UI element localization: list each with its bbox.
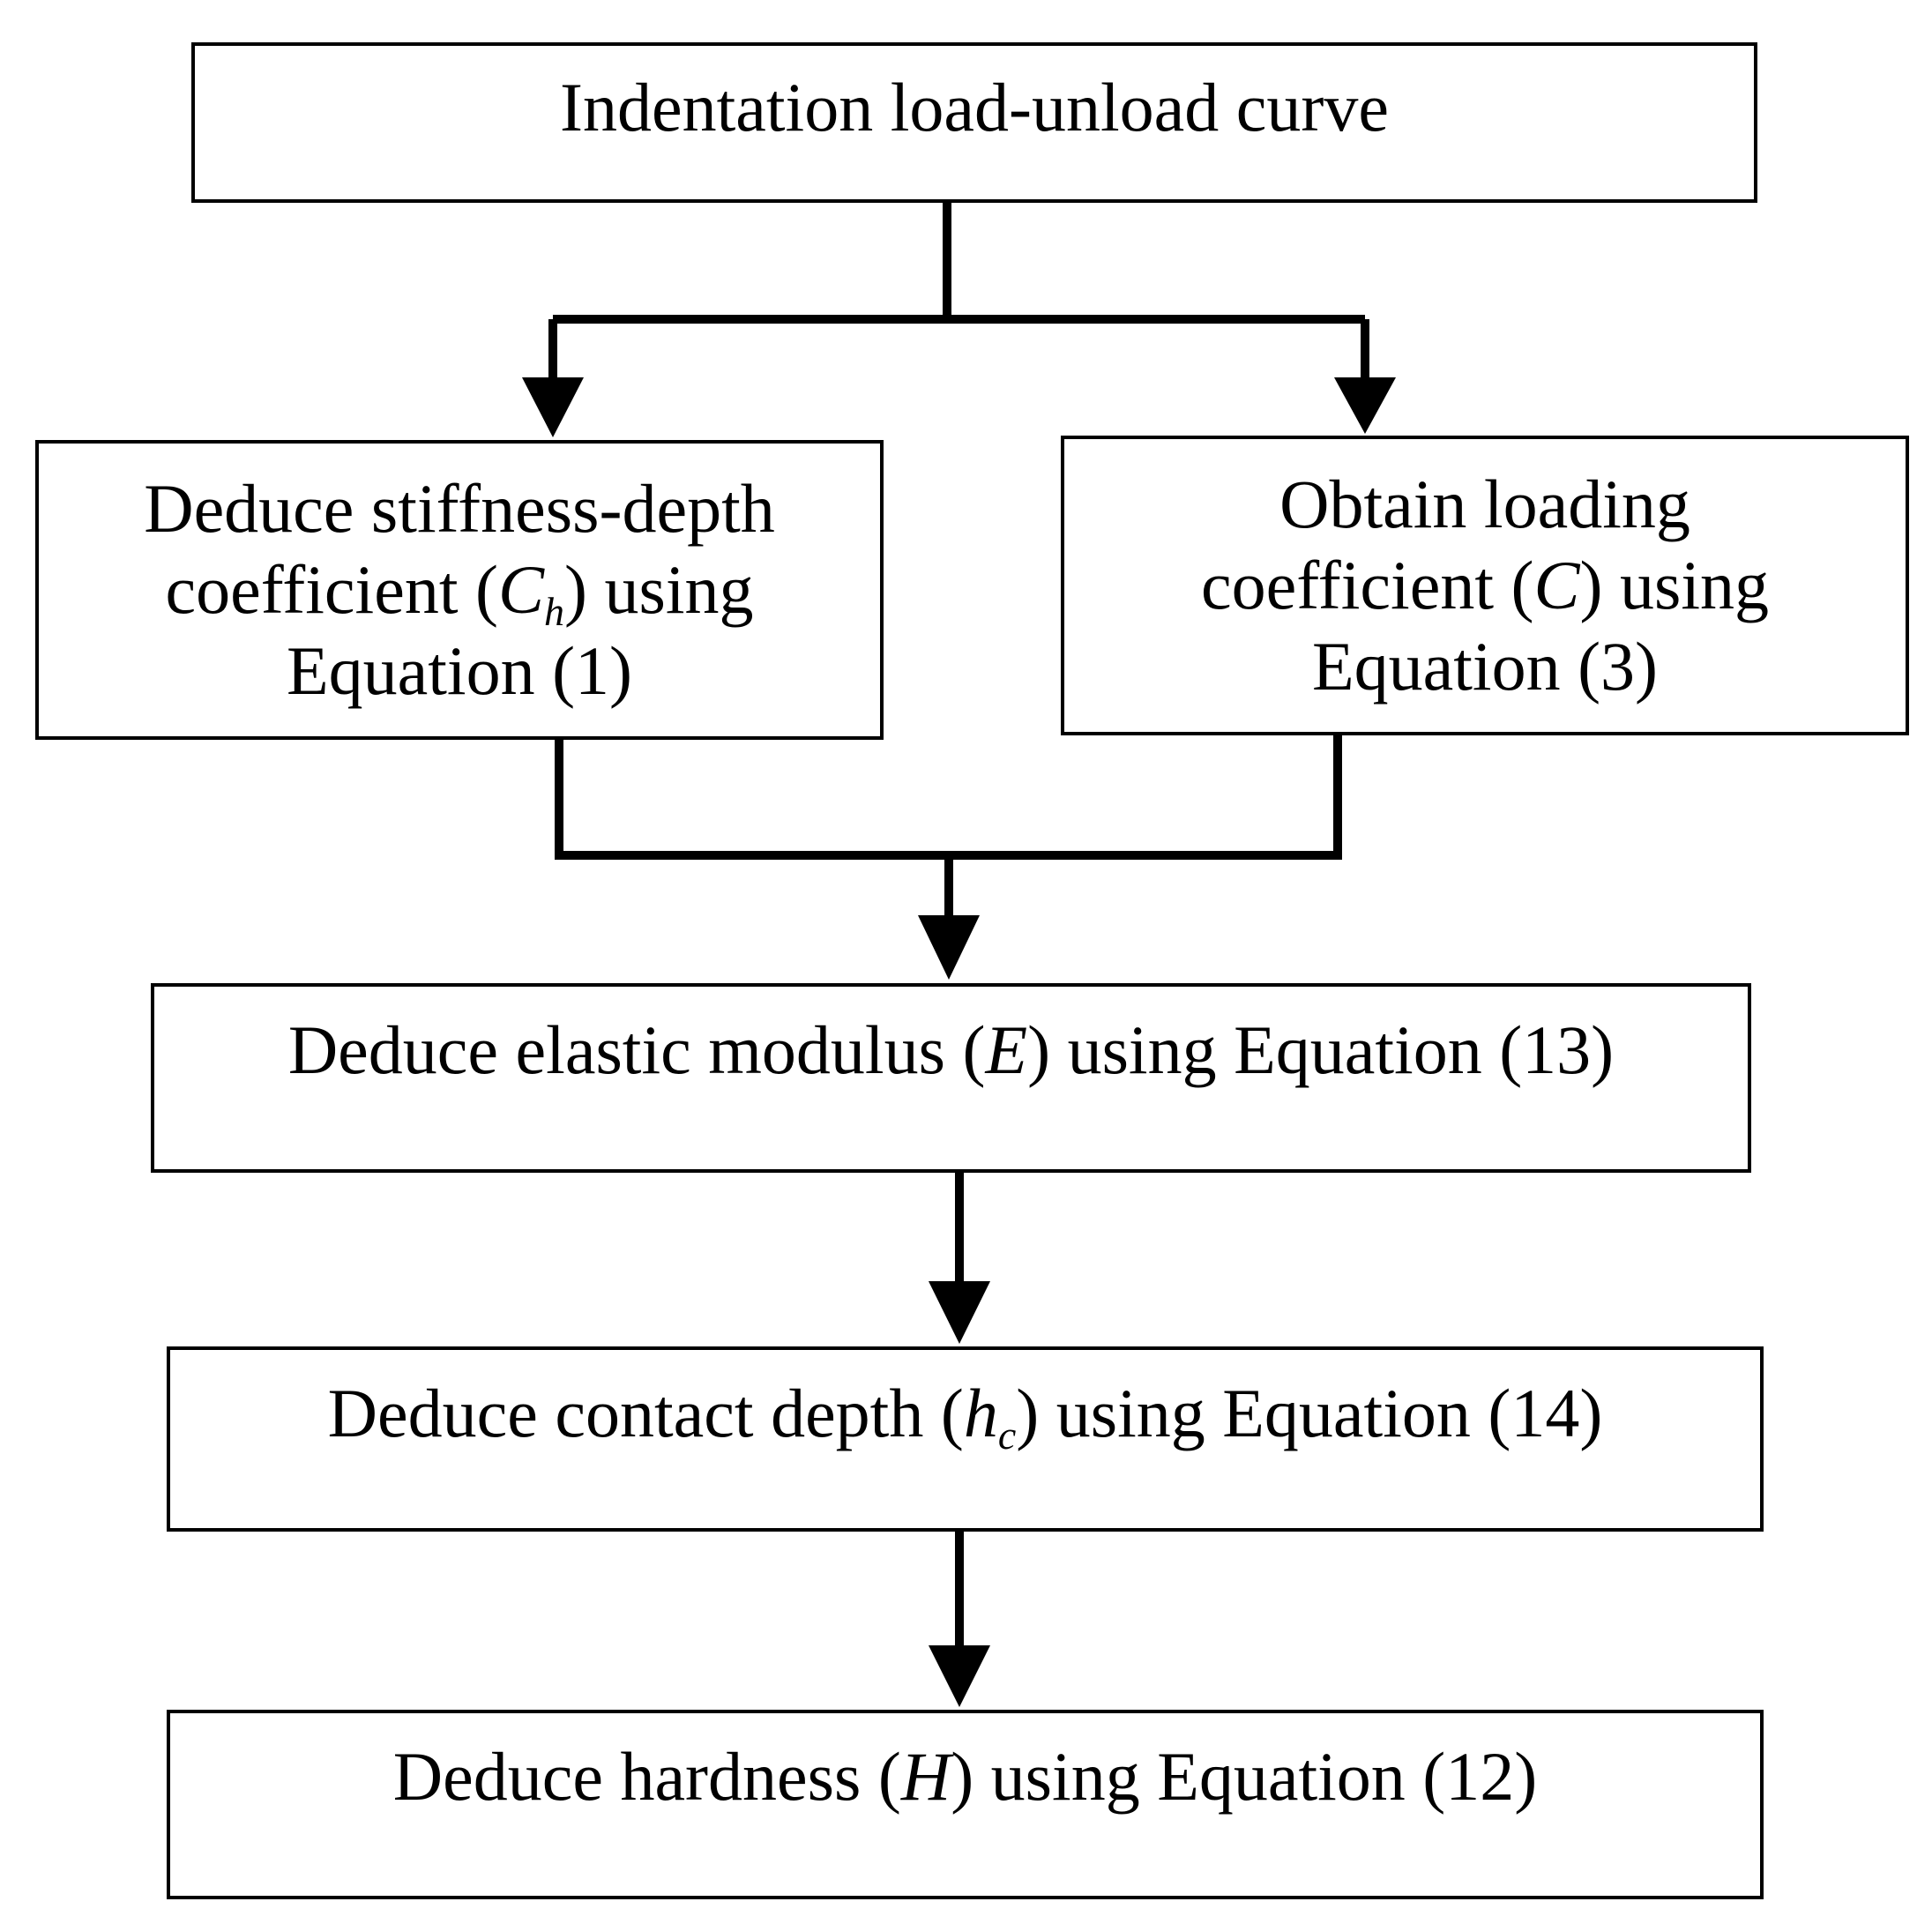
node-stiffness-line3: Equation (1) (286, 632, 633, 709)
arrowhead-to-modulus (918, 915, 980, 980)
node-indentation-curve: Indentation load-unload curve (191, 42, 1757, 203)
arrowhead-to-loading (1334, 377, 1396, 434)
node-loading-line2: coefficient (C) using (1064, 545, 1906, 626)
arrowhead-to-contact (929, 1281, 990, 1344)
node-stiffness-line2-post: ) using (564, 551, 754, 628)
node-hardness: Deduce hardness (H) using Equation (12) (167, 1710, 1764, 1899)
node-loading-line2-pre: coefficient ( (1200, 547, 1534, 623)
node-loading-line2-post: ) using (1579, 547, 1770, 623)
symbol-h: h (963, 1375, 998, 1451)
node-contact-label: Deduce contact depth (hc) using Equation… (170, 1373, 1760, 1456)
connector-curve-split (548, 203, 1369, 379)
node-hardness-label: Deduce hardness (H) using Equation (12) (170, 1736, 1760, 1817)
symbol-c: C (1533, 547, 1580, 623)
node-indentation-curve-label: Indentation load-unload curve (560, 69, 1389, 145)
node-modulus-pre: Deduce elastic modulus ( (287, 1011, 986, 1088)
node-contact-depth: Deduce contact depth (hc) using Equation… (167, 1346, 1764, 1532)
node-modulus-label: Deduce elastic modulus (E) using Equatio… (154, 1010, 1748, 1091)
arrowhead-to-hardness (929, 1645, 990, 1707)
node-loading-line1: Obtain loading (1279, 466, 1690, 542)
subscript-h: h (544, 589, 565, 634)
node-stiffness-line1: Deduce stiffness-depth (144, 470, 775, 547)
node-contact-post: ) using Equation (14) (1016, 1375, 1603, 1451)
node-loading-line3: Equation (3) (1311, 628, 1659, 705)
connector-merge (555, 735, 1342, 917)
subscript-c: c (997, 1413, 1017, 1458)
node-loading-coefficient: Obtain loading coefficient (C) using Equ… (1061, 436, 1909, 735)
symbol-h-upper: H (900, 1738, 951, 1815)
node-hardness-post: ) using Equation (12) (951, 1738, 1538, 1815)
node-elastic-modulus: Deduce elastic modulus (E) using Equatio… (151, 983, 1751, 1173)
node-modulus-post: ) using Equation (13) (1027, 1011, 1615, 1088)
symbol-e: E (985, 1011, 1028, 1088)
symbol-c: C (497, 551, 545, 628)
node-stiffness-coefficient: Deduce stiffness-depth coefficient (Ch) … (35, 440, 884, 740)
node-stiffness-line2-pre: coefficient ( (165, 551, 498, 628)
node-stiffness-line2: coefficient (Ch) using (39, 549, 880, 632)
node-contact-pre: Deduce contact depth ( (327, 1375, 964, 1451)
arrowhead-to-stiffness (522, 377, 584, 437)
node-hardness-pre: Deduce hardness ( (392, 1738, 901, 1815)
